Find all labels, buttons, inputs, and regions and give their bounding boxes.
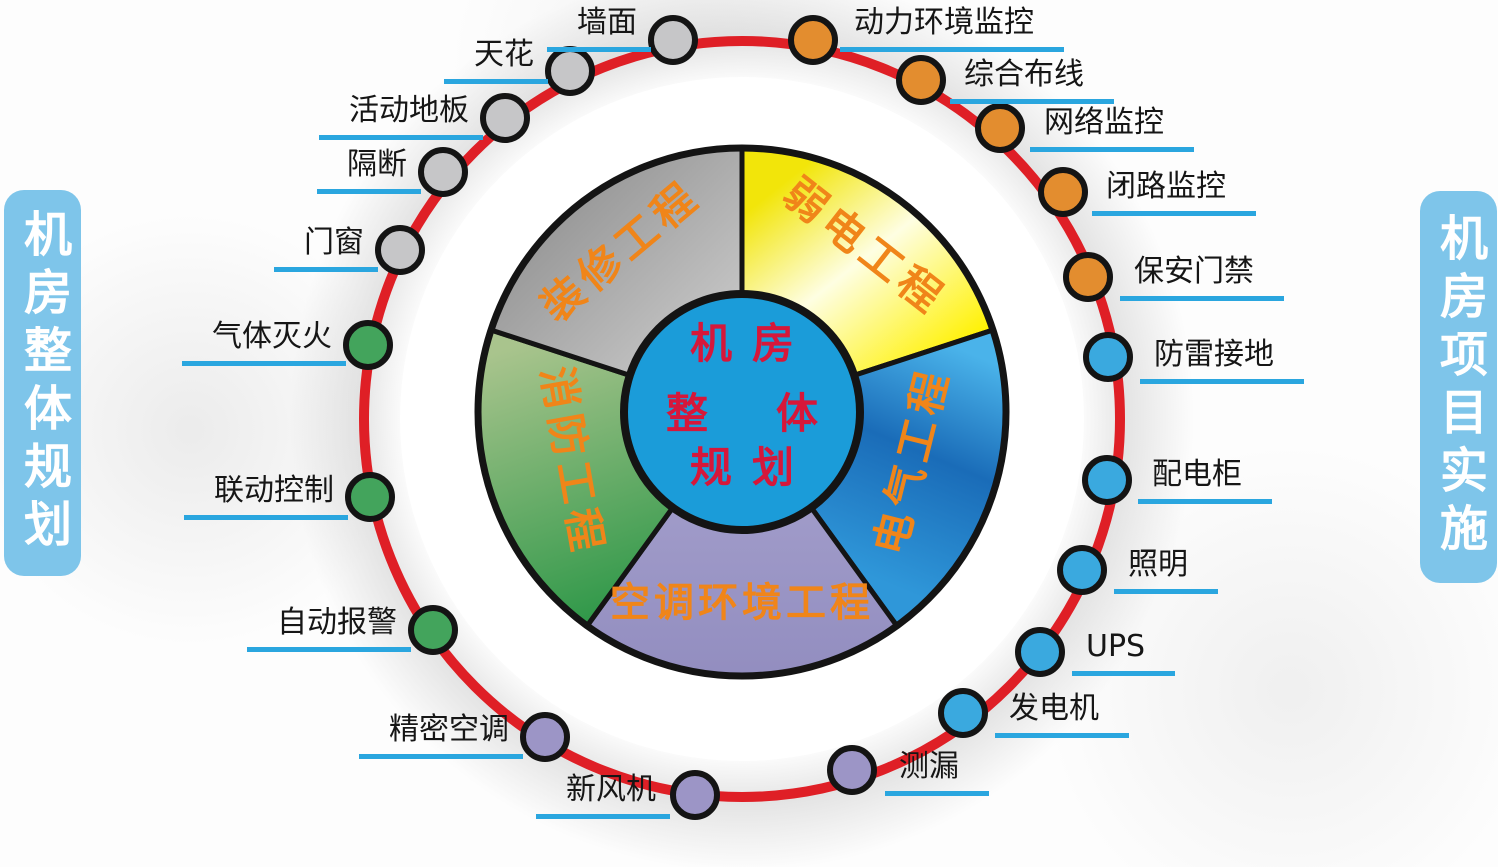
label-lightning-grounding: 防雷接地: [1140, 338, 1304, 384]
node-auto-alarm: [408, 605, 458, 655]
node-generator: [938, 688, 988, 738]
left-banner-overall-planning: 机房整体规划: [4, 190, 81, 576]
node-leak-detection: [827, 745, 877, 795]
node-network-monitoring: [975, 103, 1025, 153]
node-access-control: [1063, 252, 1113, 302]
label-access-control: 保安门禁: [1120, 255, 1284, 301]
node-cctv: [1038, 167, 1088, 217]
label-raised-floor: 活动地板: [319, 94, 483, 140]
label-distribution-cabinet: 配电柜: [1138, 458, 1272, 504]
node-fresh-air: [670, 770, 720, 820]
right-banner-project-implementation: 机房项目实施: [1420, 191, 1497, 583]
label-doors-windows: 门窗: [274, 226, 378, 272]
pie-outer-border: [474, 144, 1010, 680]
label-cabling: 综合布线: [950, 58, 1114, 104]
node-ups: [1015, 627, 1065, 677]
hub-text-line1: 机房: [690, 319, 814, 368]
node-precision-ac: [520, 712, 570, 762]
node-wall: [648, 15, 698, 65]
label-precision-ac: 精密空调: [359, 713, 523, 759]
hub-text-line3: 规划: [690, 443, 814, 492]
node-cabling: [896, 55, 946, 105]
label-wall: 墙面: [547, 6, 651, 52]
label-auto-alarm: 自动报警: [247, 606, 411, 652]
node-gas-extinguishing: [343, 320, 393, 370]
label-network-monitoring: 网络监控: [1030, 106, 1194, 152]
node-raised-floor: [480, 93, 530, 143]
node-power-env-monitoring: [788, 15, 838, 65]
hub-circle: [620, 290, 864, 534]
label-leak-detection: 测漏: [885, 750, 989, 796]
label-ups: UPS: [1072, 630, 1176, 676]
node-lighting: [1057, 545, 1107, 595]
label-ceiling: 天花: [444, 38, 548, 84]
node-doors-windows: [375, 225, 425, 275]
node-lightning-grounding: [1083, 332, 1133, 382]
node-partition: [418, 147, 468, 197]
node-linkage-control: [345, 472, 395, 522]
label-generator: 发电机: [995, 692, 1129, 738]
label-partition: 隔断: [317, 148, 421, 194]
label-linkage-control: 联动控制: [184, 474, 348, 520]
label-lighting: 照明: [1114, 548, 1218, 594]
label-gas-extinguishing: 气体灭火: [182, 320, 346, 366]
red-ring: [359, 36, 1125, 802]
node-distribution-cabinet: [1082, 455, 1132, 505]
pie-label-hvac: 空调环境工程: [610, 580, 874, 626]
label-fresh-air: 新风机: [536, 773, 670, 819]
label-cctv: 闭路监控: [1092, 170, 1256, 216]
hub-text-line2: 整体: [666, 389, 886, 438]
label-power-env-monitoring: 动力环境监控: [840, 6, 1064, 52]
node-ceiling: [545, 46, 595, 96]
